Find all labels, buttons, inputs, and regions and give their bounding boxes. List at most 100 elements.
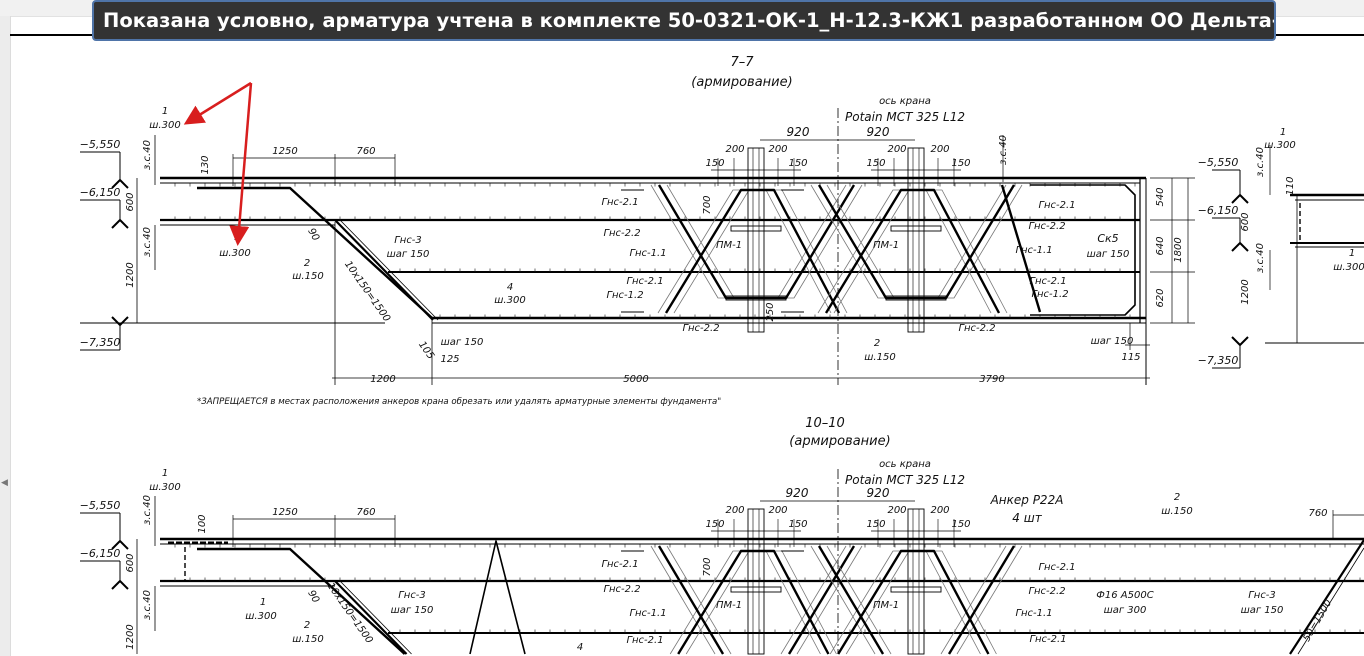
rebar-diagonal [339, 580, 412, 655]
dimension-label: Гнс-1.1 [1015, 245, 1052, 256]
dimension-label: 150 [866, 519, 885, 530]
dimension-label: 2 [874, 338, 880, 349]
dimension-label: 200 [768, 505, 787, 516]
dimension-label: 4 шт [1012, 511, 1042, 525]
dimension-label: 4 [577, 642, 583, 653]
dimension-label: Гнс-1.1 [1015, 608, 1052, 619]
rebar-gns-2-1 [824, 188, 1001, 314]
dimension-label: Potain MCT 325 L12 [845, 473, 965, 487]
dimension-label: Гнс-1.2 [1031, 289, 1068, 300]
rebar-diagonal [1297, 547, 1364, 655]
rebar-gns-1-2 [657, 545, 725, 655]
anchor-bolt [907, 508, 925, 655]
rebar-diagonal [339, 219, 439, 321]
dimension-label: ш.300 [219, 248, 250, 259]
dimension-label: Гнс-3 [394, 235, 422, 246]
dimension-label: 130 [200, 155, 211, 174]
viewer-left-panel: ◀ [0, 16, 11, 656]
dimension-label: ш.300 [494, 295, 525, 306]
dimension-label: 600 [1240, 212, 1251, 231]
dimension-label: 760 [356, 146, 375, 157]
red-arrow-upper [183, 81, 252, 125]
dimension-label: шаг 150 [387, 249, 430, 260]
dimension-label: 7–7 [730, 55, 754, 70]
dimension-label: Гнс-2.2 [958, 323, 995, 334]
dimension-label: ПМ-1 [873, 240, 899, 251]
tooltip: Показана условно, арматура учтена в комп… [92, 0, 1276, 41]
dimension-label: ПМ-1 [716, 240, 742, 251]
dimension-label: ш.150 [292, 634, 323, 645]
dimension-label: 115 [1121, 352, 1140, 363]
elevation-arrow-icon [1231, 194, 1249, 204]
elevation-arrow-icon [111, 580, 129, 590]
dimension-label: 200 [887, 144, 906, 155]
anchor-bolt [747, 508, 765, 655]
dimension-label: Ск5 [1097, 232, 1118, 245]
red-arrow-lower [229, 82, 253, 246]
dimension-label: Гнс-1.1 [629, 608, 666, 619]
rebar-gns-1-1 [796, 545, 863, 655]
dimension-label: 760 [356, 507, 375, 518]
dimension-label: ш.300 [149, 482, 180, 493]
elevation-arrow-icon [1231, 336, 1249, 346]
dimension-label: ш.150 [864, 352, 895, 363]
dimension-label: 540 [1155, 187, 1166, 206]
rebar-gns-3-bent [197, 547, 406, 655]
dimension-label: Гнс-2.2 [682, 323, 719, 334]
dimension-label: 200 [887, 505, 906, 516]
dimension-label: −5,550 [80, 138, 121, 151]
rebar-gns-1-1 [650, 545, 716, 655]
rebar-gns-1-1 [780, 545, 847, 655]
rebar-gns-1-2 [787, 545, 856, 655]
dimension-label: ш.150 [292, 271, 323, 282]
dimension-label: ось крана [879, 96, 931, 107]
rebar-diagonal [334, 219, 434, 321]
collapse-panel-icon[interactable]: ◀ [1, 477, 8, 487]
dimension-label: 1200 [125, 624, 136, 649]
dimension-label: Гнс-1.2 [606, 290, 643, 301]
rebar-gns-1-2 [657, 184, 856, 300]
anchor-plate [885, 295, 947, 301]
dimension-label: −5,550 [1198, 156, 1239, 169]
dimension-label: −6,150 [80, 547, 121, 560]
dimension-label: Гнс-2.1 [1038, 562, 1075, 573]
dimension-label: Гнс-3 [1248, 590, 1276, 601]
dimension-label: шаг 150 [441, 337, 484, 348]
dimension-label: (армирование) [691, 75, 792, 90]
dimension-label: Гнс-2.2 [1028, 586, 1065, 597]
dimension-label: 3790 [979, 374, 1004, 385]
dimension-label: з.с.40 [142, 590, 153, 620]
dimension-label: ПМ-1 [873, 600, 899, 611]
dimension-label: з.с.40 [142, 140, 153, 170]
dimension-label: 200 [768, 144, 787, 155]
dimension-label: ш.300 [245, 611, 276, 622]
dimension-label: (армирование) [789, 434, 890, 449]
rebar-gns-1-1 [826, 184, 1023, 299]
dimension-label: −6,150 [1198, 204, 1239, 217]
dimension-label: 4 [507, 282, 513, 293]
elevation-arrow-icon [111, 316, 129, 326]
dimension-label: Гнс-2.1 [1029, 634, 1066, 645]
dimension-label: 90 [305, 226, 321, 243]
dimension-label: Гнс-2.1 [601, 197, 638, 208]
dimension-label: 2 [1174, 492, 1180, 503]
dimension-label: 200 [930, 144, 949, 155]
dimension-label: 150 [951, 158, 970, 169]
dimension-label: ш.150 [1161, 506, 1192, 517]
dimension-label: −6,150 [80, 186, 121, 199]
dimension-label: 150 [788, 158, 807, 169]
dimension-label: 250 [765, 302, 776, 321]
rebar-gns-1-2 [947, 545, 1016, 655]
dimension-label: 920 [786, 486, 809, 500]
dimension-label: 1 [260, 597, 266, 608]
drawing-note: *ЗАПРЕЩАЕТСЯ в местах расположения анкер… [197, 397, 722, 407]
dimension-label: Гнс-2.2 [1028, 221, 1065, 232]
rebar-gns-2-2 [657, 189, 832, 314]
dimension-label: шаг 150 [391, 605, 434, 616]
dimension-label: 200 [930, 505, 949, 516]
dimension-label: ш.300 [149, 120, 180, 131]
dimension-label: 125 [440, 354, 459, 365]
